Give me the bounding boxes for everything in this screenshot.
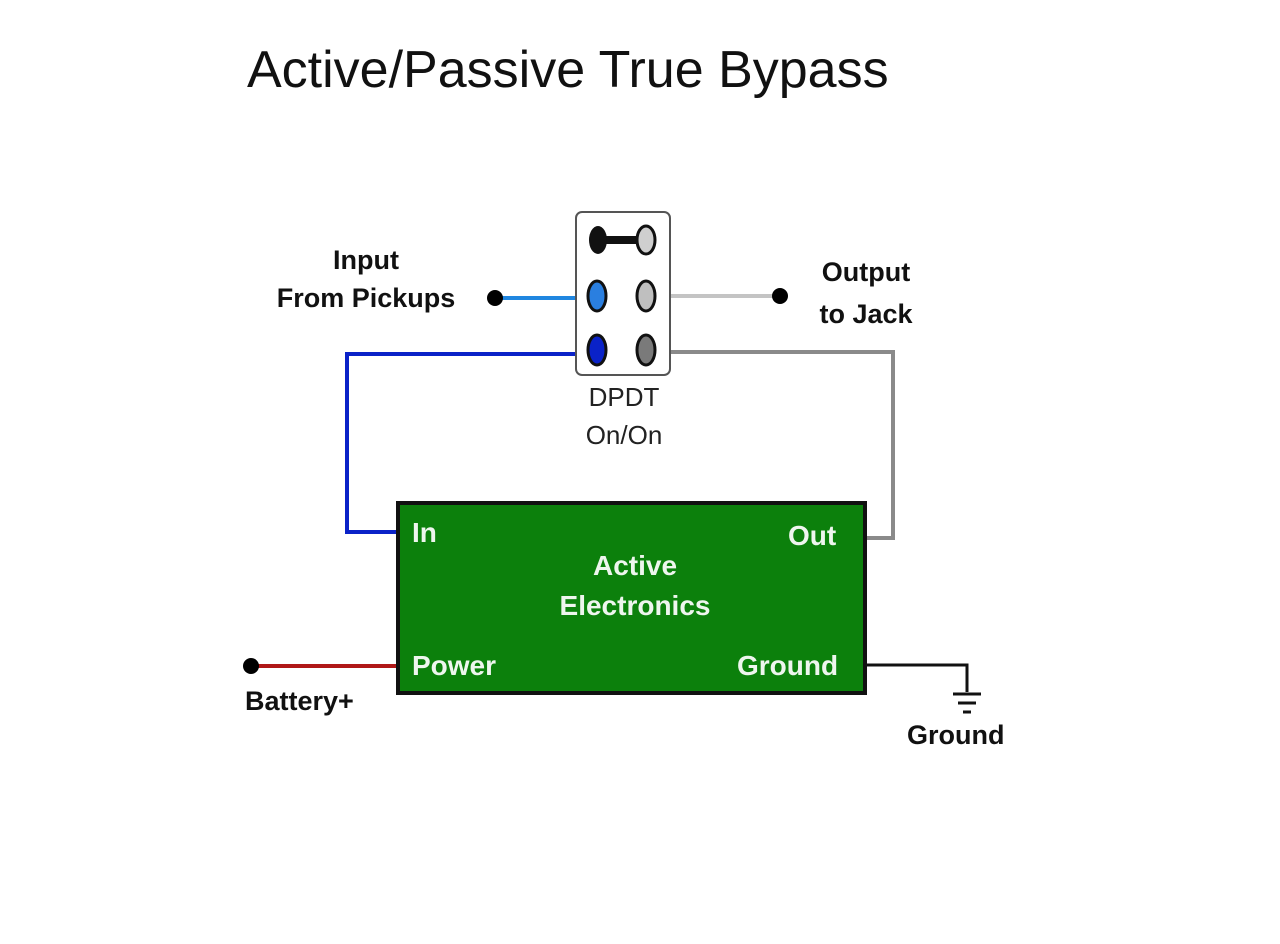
battery-terminal-dot (243, 658, 259, 674)
output-label: Output to Jack (800, 253, 932, 333)
active-output-wire (646, 350, 895, 540)
input-label-line2: From Pickups (276, 283, 456, 313)
module-title-line2: Electronics (559, 590, 711, 621)
switch-lug (635, 224, 657, 256)
ground-wire (862, 663, 969, 692)
ground-label: Ground (907, 720, 1005, 750)
active-input-wire (345, 352, 594, 534)
switch-lug (635, 279, 657, 313)
switch-lug (586, 279, 608, 313)
switch-label-line2: On/On (585, 420, 663, 450)
switch-jumper (596, 236, 646, 244)
pin-in-label: In (412, 517, 437, 548)
pin-ground-label: Ground (737, 650, 839, 681)
active-electronics-box (396, 501, 867, 695)
pin-power-label: Power (412, 650, 497, 681)
output-terminal-dot (772, 288, 788, 304)
input-label-line1: Input (333, 245, 399, 275)
battery-label: Battery+ (245, 686, 354, 716)
pin-out-label: Out (788, 520, 837, 551)
dpdt-switch (575, 211, 671, 376)
output-label-line2: to Jack (819, 299, 913, 329)
module-title-line1: Active (592, 550, 678, 581)
switch-lug (589, 226, 607, 254)
switch-label-line1: DPDT (588, 382, 660, 412)
switch-label: DPDT On/On (566, 378, 682, 454)
input-terminal-dot (487, 290, 503, 306)
output-label-line1: Output (821, 257, 911, 287)
input-label: Input From Pickups (256, 241, 476, 317)
ground-symbol (953, 692, 981, 714)
diagram-title: Active/Passive True Bypass (247, 41, 889, 99)
module-title: Active Electronics (530, 546, 740, 626)
switch-lug (586, 333, 608, 367)
switch-lug (635, 333, 657, 367)
